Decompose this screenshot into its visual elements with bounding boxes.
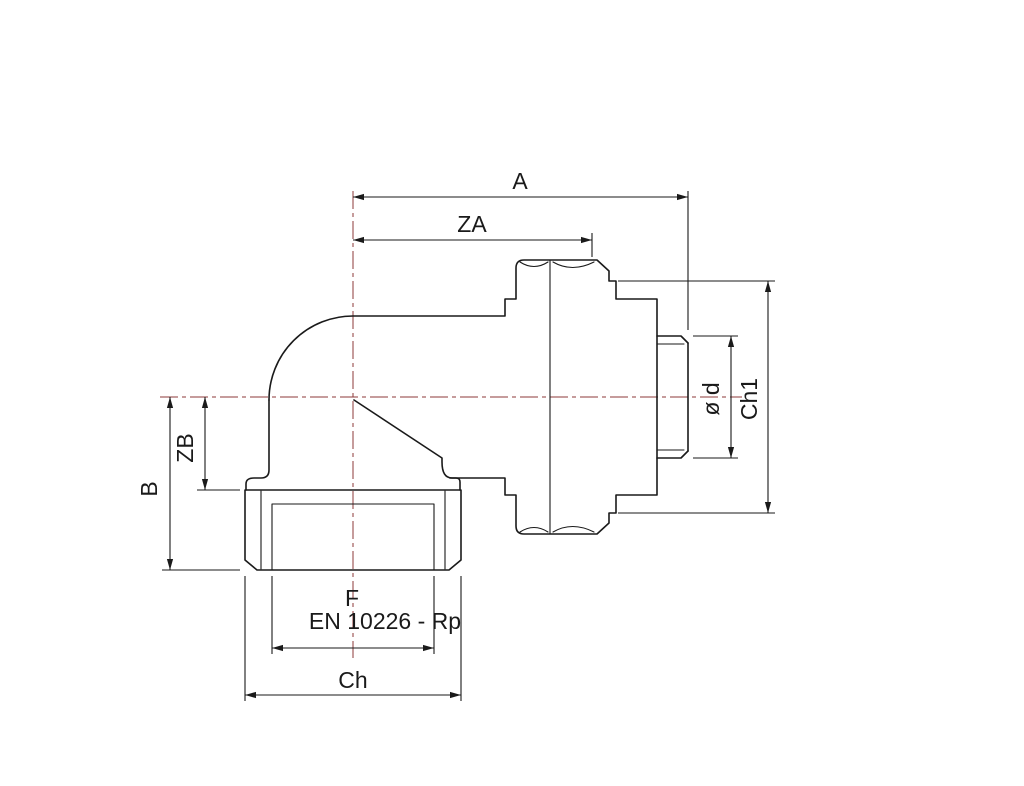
elbow-left-side: [245, 399, 270, 491]
dim-a-label: A: [512, 168, 528, 194]
elbow-top-outline: [268, 259, 689, 401]
male-thread-root-lines: [656, 343, 685, 451]
dim-b-label: B: [136, 481, 162, 496]
extension-lines: [162, 191, 775, 701]
union-nut-chamfer-arcs: [519, 261, 595, 533]
centerlines: [160, 191, 742, 658]
fitting-body: [244, 259, 689, 571]
dim-za-label: ZA: [457, 211, 487, 237]
dim-ch-label: Ch: [338, 667, 367, 693]
socket-bead-right: [449, 477, 461, 491]
female-socket-hex: [244, 489, 462, 571]
dimension-labels: A ZA B ZB ø d Ch1 F EN 10226 - Rp Ch: [136, 168, 762, 693]
female-thread-lines: [271, 503, 435, 571]
dim-zb-label: ZB: [172, 433, 198, 462]
dim-f-label: F: [345, 585, 359, 611]
dim-d-label: ø d: [698, 382, 724, 415]
dimension-lines: [166, 193, 772, 699]
elbow-bottom-outline: [353, 399, 689, 535]
thread-standard-label: EN 10226 - Rp: [309, 608, 461, 634]
dim-ch1-label: Ch1: [736, 378, 762, 420]
female-socket-hex-flats: [260, 490, 446, 570]
